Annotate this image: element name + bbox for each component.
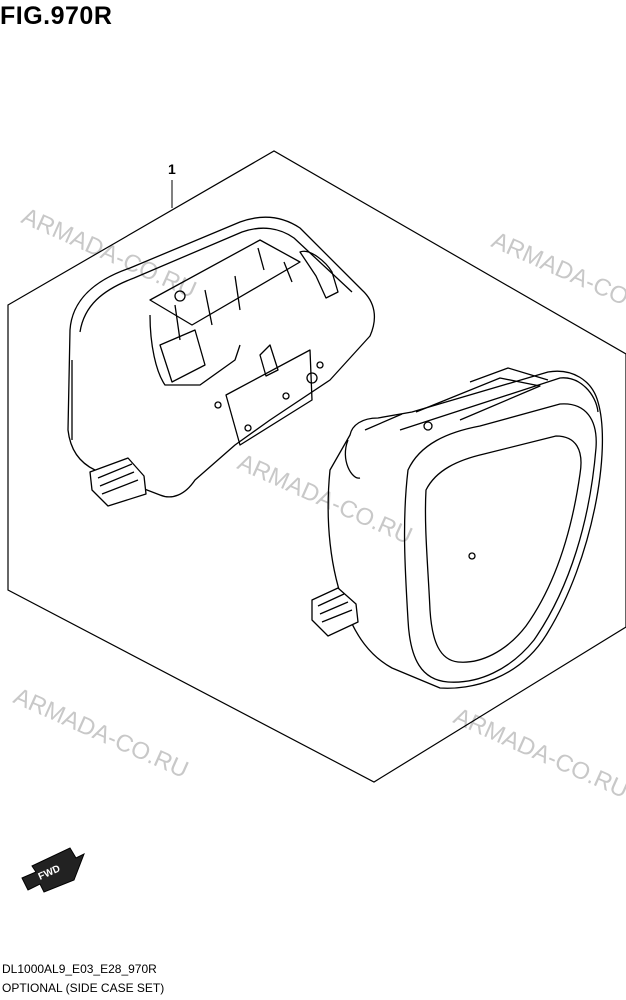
watermark: ARMADA-CO.RU — [450, 703, 626, 804]
figure-title: FIG.970R — [0, 2, 113, 30]
diagram-code: DL1000AL9_E03_E28_970R — [2, 962, 157, 976]
left-side-case — [67, 216, 376, 507]
right-side-case — [311, 367, 604, 689]
watermark: ARMADA-CO.RU — [234, 449, 417, 550]
watermark: ARMADA-CO.RU — [488, 227, 626, 328]
part-number-label: 1 — [168, 161, 176, 177]
set-boundary — [7, 150, 626, 783]
watermark: ARMADA-CO.RU — [18, 203, 201, 304]
watermark: ARMADA-CO.RU — [10, 683, 193, 784]
diagram-description: OPTIONAL (SIDE CASE SET) — [2, 981, 165, 995]
fwd-arrow-icon: FWD — [21, 847, 85, 893]
